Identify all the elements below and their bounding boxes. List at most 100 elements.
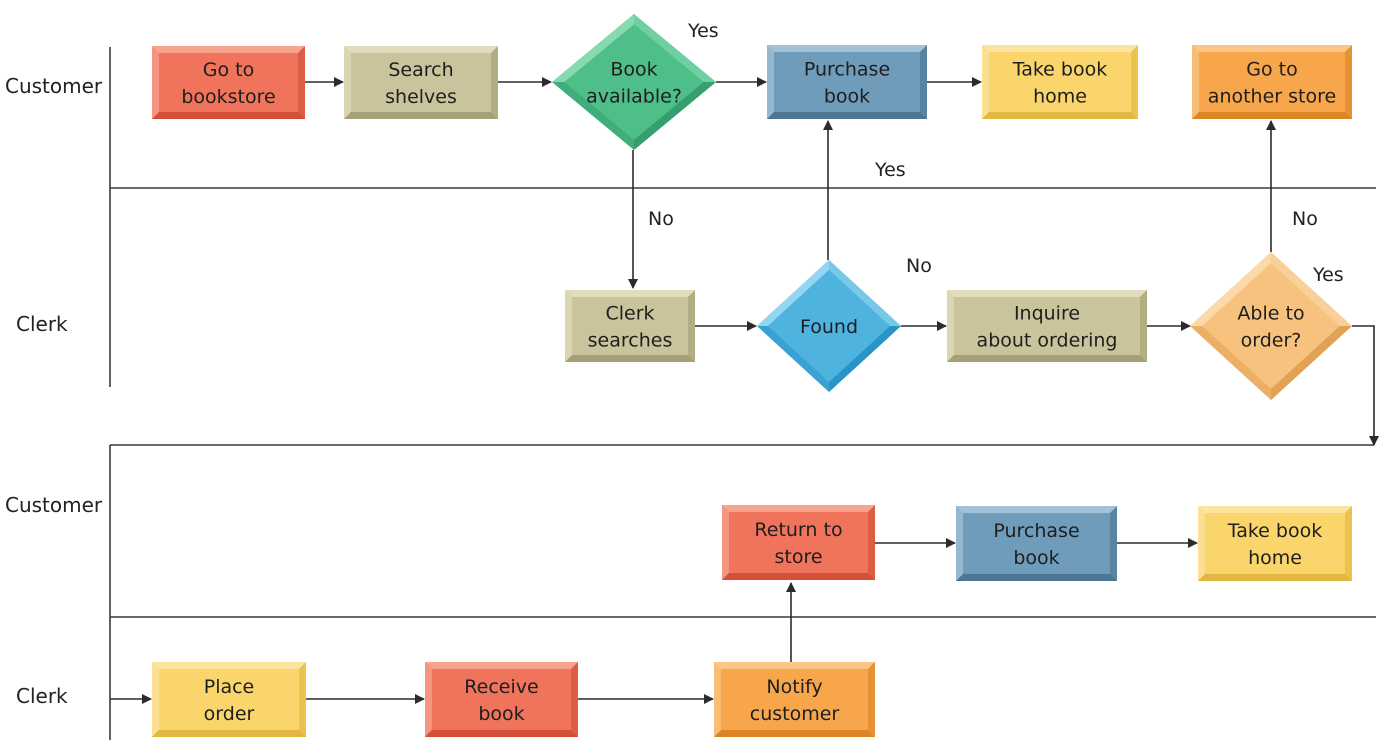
node-label-line: about ordering (977, 330, 1118, 352)
node-receive-book: Receive book (425, 662, 578, 737)
edge-labels: Yes No Yes No No Yes (648, 20, 1344, 286)
bevel-right (1345, 506, 1352, 581)
node-label-line: book (478, 703, 524, 725)
lane-label-customer-1: Customer (5, 74, 103, 98)
node-box (982, 45, 1138, 119)
edge-label-yes: Yes (687, 20, 719, 42)
bevel-left (152, 662, 159, 737)
bevel-right (868, 505, 875, 580)
lane-label-clerk-2: Clerk (16, 684, 68, 708)
node-inquire-about-ordering: Inquire about ordering (947, 290, 1147, 362)
node-label-line: Found (800, 316, 858, 338)
bevel-bottom-left (552, 82, 634, 150)
node-label-line: shelves (385, 86, 457, 108)
bevel-top (1192, 45, 1352, 52)
bevel-bottom-right (829, 326, 901, 392)
bevel-left (956, 506, 963, 581)
bevel-bottom (344, 112, 498, 119)
node-take-book-home-1: Take book home (982, 45, 1138, 119)
node-label-line: book (1013, 547, 1059, 569)
node-label-line: Purchase (804, 59, 890, 81)
node-go-to-bookstore: Go to bookstore (152, 46, 305, 119)
bevel-right (1131, 45, 1138, 119)
node-go-to-another-store: Go to another store (1192, 45, 1352, 119)
node-box (722, 505, 875, 580)
node-purchase-book-2: Purchase book (956, 506, 1117, 581)
bevel-bottom-left (757, 326, 829, 392)
node-search-shelves: Search shelves (344, 46, 498, 119)
bevel-bottom-right (634, 82, 716, 150)
node-label-line: Go to (1246, 59, 1297, 81)
bevel-top (344, 46, 498, 53)
node-label-line: Take book (1012, 59, 1107, 81)
bevel-bottom (152, 730, 306, 737)
bevel-top (982, 45, 1138, 52)
edge-label-yes: Yes (1312, 264, 1344, 286)
node-box (714, 662, 875, 737)
node-label-line: home (1033, 86, 1087, 108)
node-label-line: Receive (464, 676, 538, 698)
bevel-right (1140, 290, 1147, 362)
bevel-top-left (1190, 252, 1271, 326)
node-label-line: customer (750, 703, 840, 725)
node-label-line: Inquire (1014, 303, 1080, 325)
node-label-line: Place (204, 676, 255, 698)
bevel-left (767, 45, 774, 119)
bevel-bottom-right (1271, 326, 1352, 400)
node-label: Go to another store (1208, 59, 1336, 108)
node-label-line: searches (588, 330, 673, 352)
edge-label-yes: Yes (874, 159, 906, 181)
bevel-top (152, 46, 305, 53)
node-label-line: bookstore (181, 86, 275, 108)
bevel-left (947, 290, 954, 362)
bevel-top-right (634, 14, 716, 82)
lane-label-clerk-1: Clerk (16, 312, 68, 336)
node-box (425, 662, 578, 737)
bevel-bottom (982, 112, 1138, 119)
edge-label-no: No (1292, 208, 1318, 230)
node-label-line: Search (388, 59, 453, 81)
bevel-left (714, 662, 721, 737)
node-label-line: home (1248, 547, 1302, 569)
node-box (956, 506, 1117, 581)
node-label-line: Notify (766, 676, 822, 698)
bevel-top-right (1271, 252, 1352, 326)
node-label-line: available? (586, 86, 682, 108)
swimlane-lines (109, 47, 1376, 740)
bevel-right (920, 45, 927, 119)
node-label-line: Purchase (993, 520, 1079, 542)
node-label: Search shelves (385, 59, 457, 108)
bevel-top (767, 45, 927, 52)
node-label-line: another store (1208, 86, 1336, 108)
node-found: Found (757, 260, 901, 392)
bevel-left (1198, 506, 1205, 581)
bevel-top (714, 662, 875, 669)
node-label: Take book home (1012, 59, 1107, 108)
lane-label-customer-2: Customer (5, 493, 103, 517)
bevel-bottom-left (1190, 326, 1271, 400)
node-label: Inquire about ordering (977, 303, 1118, 352)
edge-label-no: No (906, 255, 932, 277)
swimlane-labels: Customer Clerk Customer Clerk (5, 74, 103, 708)
node-box (152, 662, 306, 737)
node-label-line: Go to (203, 59, 254, 81)
bevel-left (425, 662, 432, 737)
node-box (152, 46, 305, 119)
bevel-right (571, 662, 578, 737)
bevel-right (868, 662, 875, 737)
edge-label-no: No (648, 208, 674, 230)
bevel-top-left (552, 14, 634, 82)
